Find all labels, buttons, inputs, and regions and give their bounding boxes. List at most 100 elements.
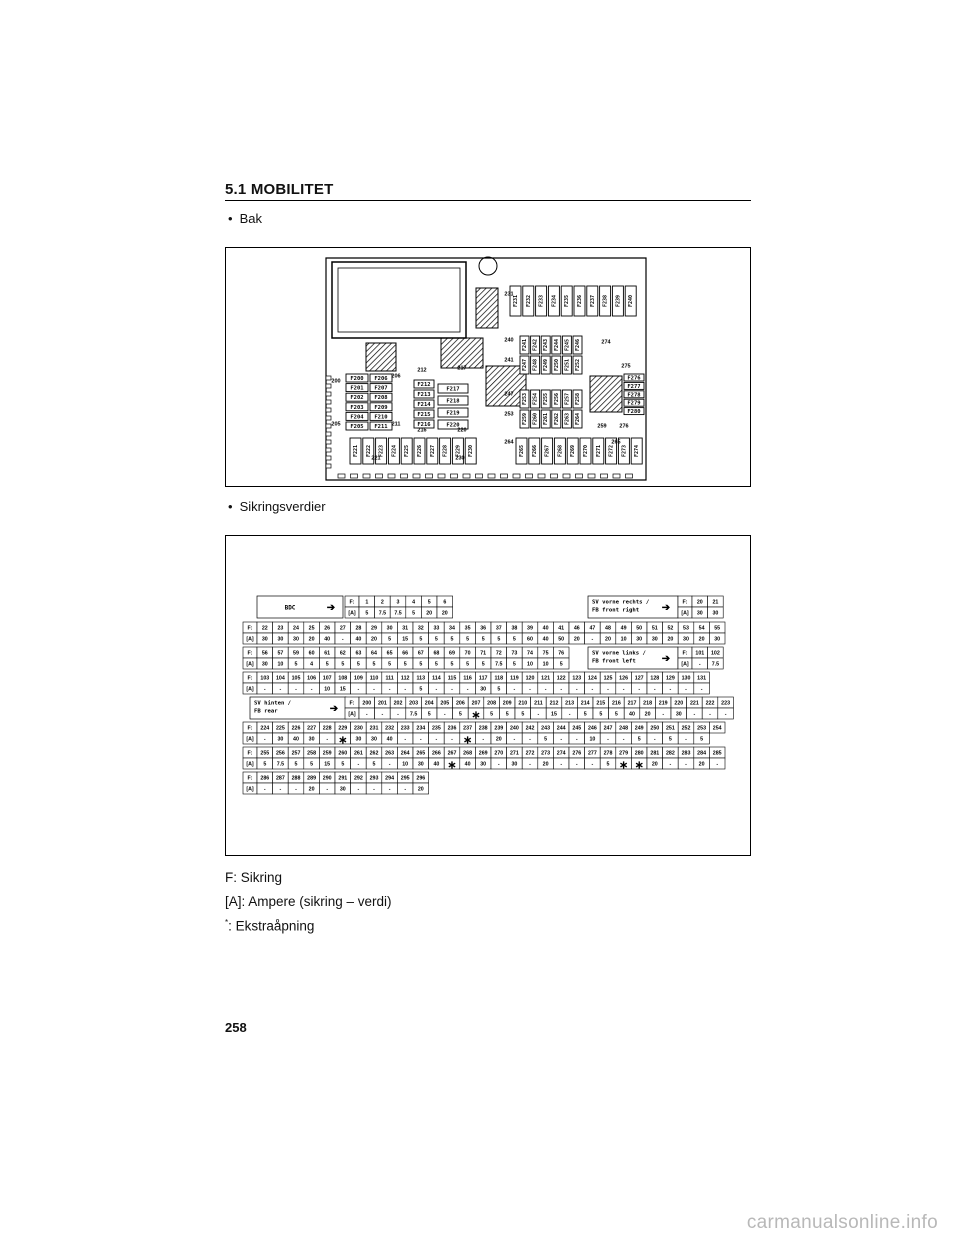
row6-f-value: 261 xyxy=(354,750,363,756)
row4-a-value: - xyxy=(709,711,711,717)
row3-f-value: 122 xyxy=(557,675,566,681)
fuse-mid-a-label: F213 xyxy=(417,392,430,398)
row5-a-value: - xyxy=(326,736,328,742)
fuse-top-slot xyxy=(509,285,522,317)
row4-f-value: 215 xyxy=(596,700,605,706)
row3-a-label: [A] xyxy=(246,686,254,692)
row7-a-label: [A] xyxy=(246,786,254,792)
row4-f-value: 220 xyxy=(674,700,683,706)
row6-a-value: - xyxy=(389,761,391,767)
row2-a-value: 5 xyxy=(435,661,438,667)
row6-a-value: 30 xyxy=(511,761,517,767)
bdc-a-value: 20 xyxy=(426,610,432,616)
row6-f-value: 256 xyxy=(276,750,285,756)
fuse-left-b-slot xyxy=(369,383,393,393)
row5-a-value: 40 xyxy=(387,736,393,742)
row3-f-value: 128 xyxy=(650,675,659,681)
callout-number: 276 xyxy=(619,423,628,429)
row5-a-value: - xyxy=(264,736,266,742)
fuse-left-b-label: F206 xyxy=(374,376,388,382)
fuse-top-slot xyxy=(560,285,573,317)
row7-a-cell xyxy=(412,782,429,795)
fuse-left-b-label: F210 xyxy=(374,414,387,420)
row3-a-value: - xyxy=(295,686,297,692)
row4-a-value: 20 xyxy=(645,711,651,717)
row6-a-value: 30 xyxy=(480,761,486,767)
row6-a-value: 5 xyxy=(310,761,313,767)
bdc-f-value: 5 xyxy=(428,599,431,605)
row2-a-value: 5 xyxy=(404,661,407,667)
fuse-grid-b-label: F251 xyxy=(564,359,570,371)
row1-f-value: 31 xyxy=(402,625,408,631)
row4-a-value: 40 xyxy=(629,711,635,717)
fuse-top-slot xyxy=(535,285,548,317)
row2-f-value: 74 xyxy=(527,650,533,656)
fuse-grid-d-slot xyxy=(540,409,551,429)
row3-f-value: 126 xyxy=(619,675,628,681)
row2-a-value: 5 xyxy=(451,661,454,667)
row4-f-value: 214 xyxy=(581,700,590,706)
fuse-bottom-right-slot xyxy=(592,437,605,465)
fuse-left-a-label: F205 xyxy=(350,424,363,430)
row6-f-value: 258 xyxy=(307,750,316,756)
row5-f-value: 254 xyxy=(713,725,722,731)
row1-f-value: 46 xyxy=(574,625,580,631)
row6-f-value: 270 xyxy=(494,750,503,756)
row2-a-value: 5 xyxy=(341,661,344,667)
pin xyxy=(500,473,508,479)
pin xyxy=(325,415,332,421)
fuse-top-label: F236 xyxy=(577,295,583,307)
row4-a-value: - xyxy=(444,711,446,717)
fuse-bottom-right-label: F269 xyxy=(570,445,576,457)
pin xyxy=(362,473,371,479)
row3-a-value: - xyxy=(701,686,703,692)
row2-a-value: 5 xyxy=(326,661,329,667)
callout-number: 230 xyxy=(455,455,464,461)
row2-f-value: 61 xyxy=(324,650,330,656)
row1-f-value: 34 xyxy=(449,625,455,631)
fuse-bottom-right-slot xyxy=(566,437,579,465)
row2-a-value: 5 xyxy=(466,661,469,667)
row5-f-value: 227 xyxy=(307,725,316,731)
fuse-mid-a-slot xyxy=(413,409,435,419)
fuse-grid-a-label: F243 xyxy=(543,339,549,351)
row4-a-star: ∗ xyxy=(471,709,480,721)
pin xyxy=(350,473,358,479)
row6-a-value: 40 xyxy=(433,761,439,767)
row2-a-value: 5 xyxy=(482,661,485,667)
fuse-bottom-right-label: F266 xyxy=(532,445,538,457)
row5-a-value: - xyxy=(482,736,484,742)
fuse-top-slot xyxy=(547,285,560,317)
row4-f-value: 218 xyxy=(643,700,652,706)
fuse-slots: F200F201F202F203F204F205F206F207F208F209… xyxy=(325,285,645,479)
row6-f-value: 267 xyxy=(448,750,457,756)
front-left-a-value: 7.5 xyxy=(712,661,719,667)
front-right-f-value: 20 xyxy=(697,599,703,605)
row1-f-value: 23 xyxy=(277,625,283,631)
row7-f-value: 293 xyxy=(370,775,379,781)
row2-a-value: 10 xyxy=(527,661,533,667)
fuse-left-b-slot xyxy=(369,411,393,421)
fuse-bottom-left-label: F229 xyxy=(455,445,461,457)
fuse-grid-b-label: F252 xyxy=(575,359,581,371)
fuse-left-b-label: F211 xyxy=(374,424,388,430)
row3-a-value: - xyxy=(685,686,687,692)
row1-a-value: 5 xyxy=(419,636,422,642)
row6-f-value: 282 xyxy=(666,750,675,756)
row7-a-value: - xyxy=(264,786,266,792)
row5-f-value: 235 xyxy=(432,725,441,731)
row3-f-value: 119 xyxy=(510,675,519,681)
bdc-f-label: F: xyxy=(350,599,355,605)
front-right-text-1: FB front right xyxy=(592,608,639,614)
row7-f-value: 288 xyxy=(292,775,301,781)
rear-text-0: SV hinten / xyxy=(254,701,292,707)
pin xyxy=(450,473,458,479)
fuse-grid-d-slot xyxy=(561,409,572,429)
row1-a-value: 30 xyxy=(714,636,720,642)
row2-f-value: 62 xyxy=(340,650,346,656)
bullet-rear: Bak xyxy=(228,211,262,226)
row5-a-value: 5 xyxy=(669,736,672,742)
front-right-f-value: 21 xyxy=(712,599,718,605)
callout-number: 205 xyxy=(331,421,340,427)
row7-a-value: - xyxy=(280,786,282,792)
